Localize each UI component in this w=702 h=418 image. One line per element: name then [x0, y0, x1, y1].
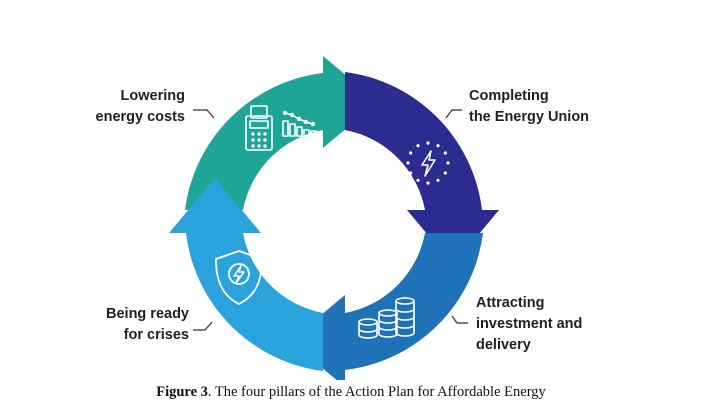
coins-growth-icon — [356, 281, 415, 339]
label-line: Completing — [469, 88, 549, 104]
shield-lightning-icon — [215, 250, 263, 305]
label-line: for crises — [123, 327, 189, 343]
label-line: Being ready — [106, 306, 189, 322]
label-line: Attracting — [476, 295, 545, 311]
label-attracting-investment: Attracting investment and delivery — [476, 293, 582, 356]
label-line: investment and — [476, 316, 583, 332]
figure-number: Figure 3 — [156, 384, 208, 400]
connector-completing — [445, 109, 462, 119]
eu-stars-lightning-icon — [406, 141, 450, 185]
connector-attracting — [451, 315, 468, 324]
figure-caption: Figure 3. The four pillars of the Action… — [0, 384, 702, 401]
label-line: delivery — [476, 337, 531, 353]
segment-attracting — [290, 233, 483, 380]
label-lowering-energy-costs: Lowering energy costs — [96, 86, 185, 128]
label-line: the Energy Union — [469, 109, 590, 125]
segment-completing — [345, 72, 499, 265]
segment-crises — [169, 178, 323, 371]
label-being-ready-for-crises: Being ready for crises — [106, 304, 189, 346]
label-line: energy costs — [95, 109, 185, 125]
segment-lowering — [185, 56, 378, 210]
connector-crises — [193, 321, 213, 331]
label-completing-energy-union: Completing the Energy Union — [469, 86, 589, 128]
cash-register-chart-icon — [245, 105, 317, 151]
label-line: Lowering — [120, 88, 185, 104]
cycle-diagram — [169, 56, 499, 380]
caption-text: . The four pillars of the Action Plan fo… — [207, 384, 546, 400]
connector-lowering — [193, 109, 215, 119]
